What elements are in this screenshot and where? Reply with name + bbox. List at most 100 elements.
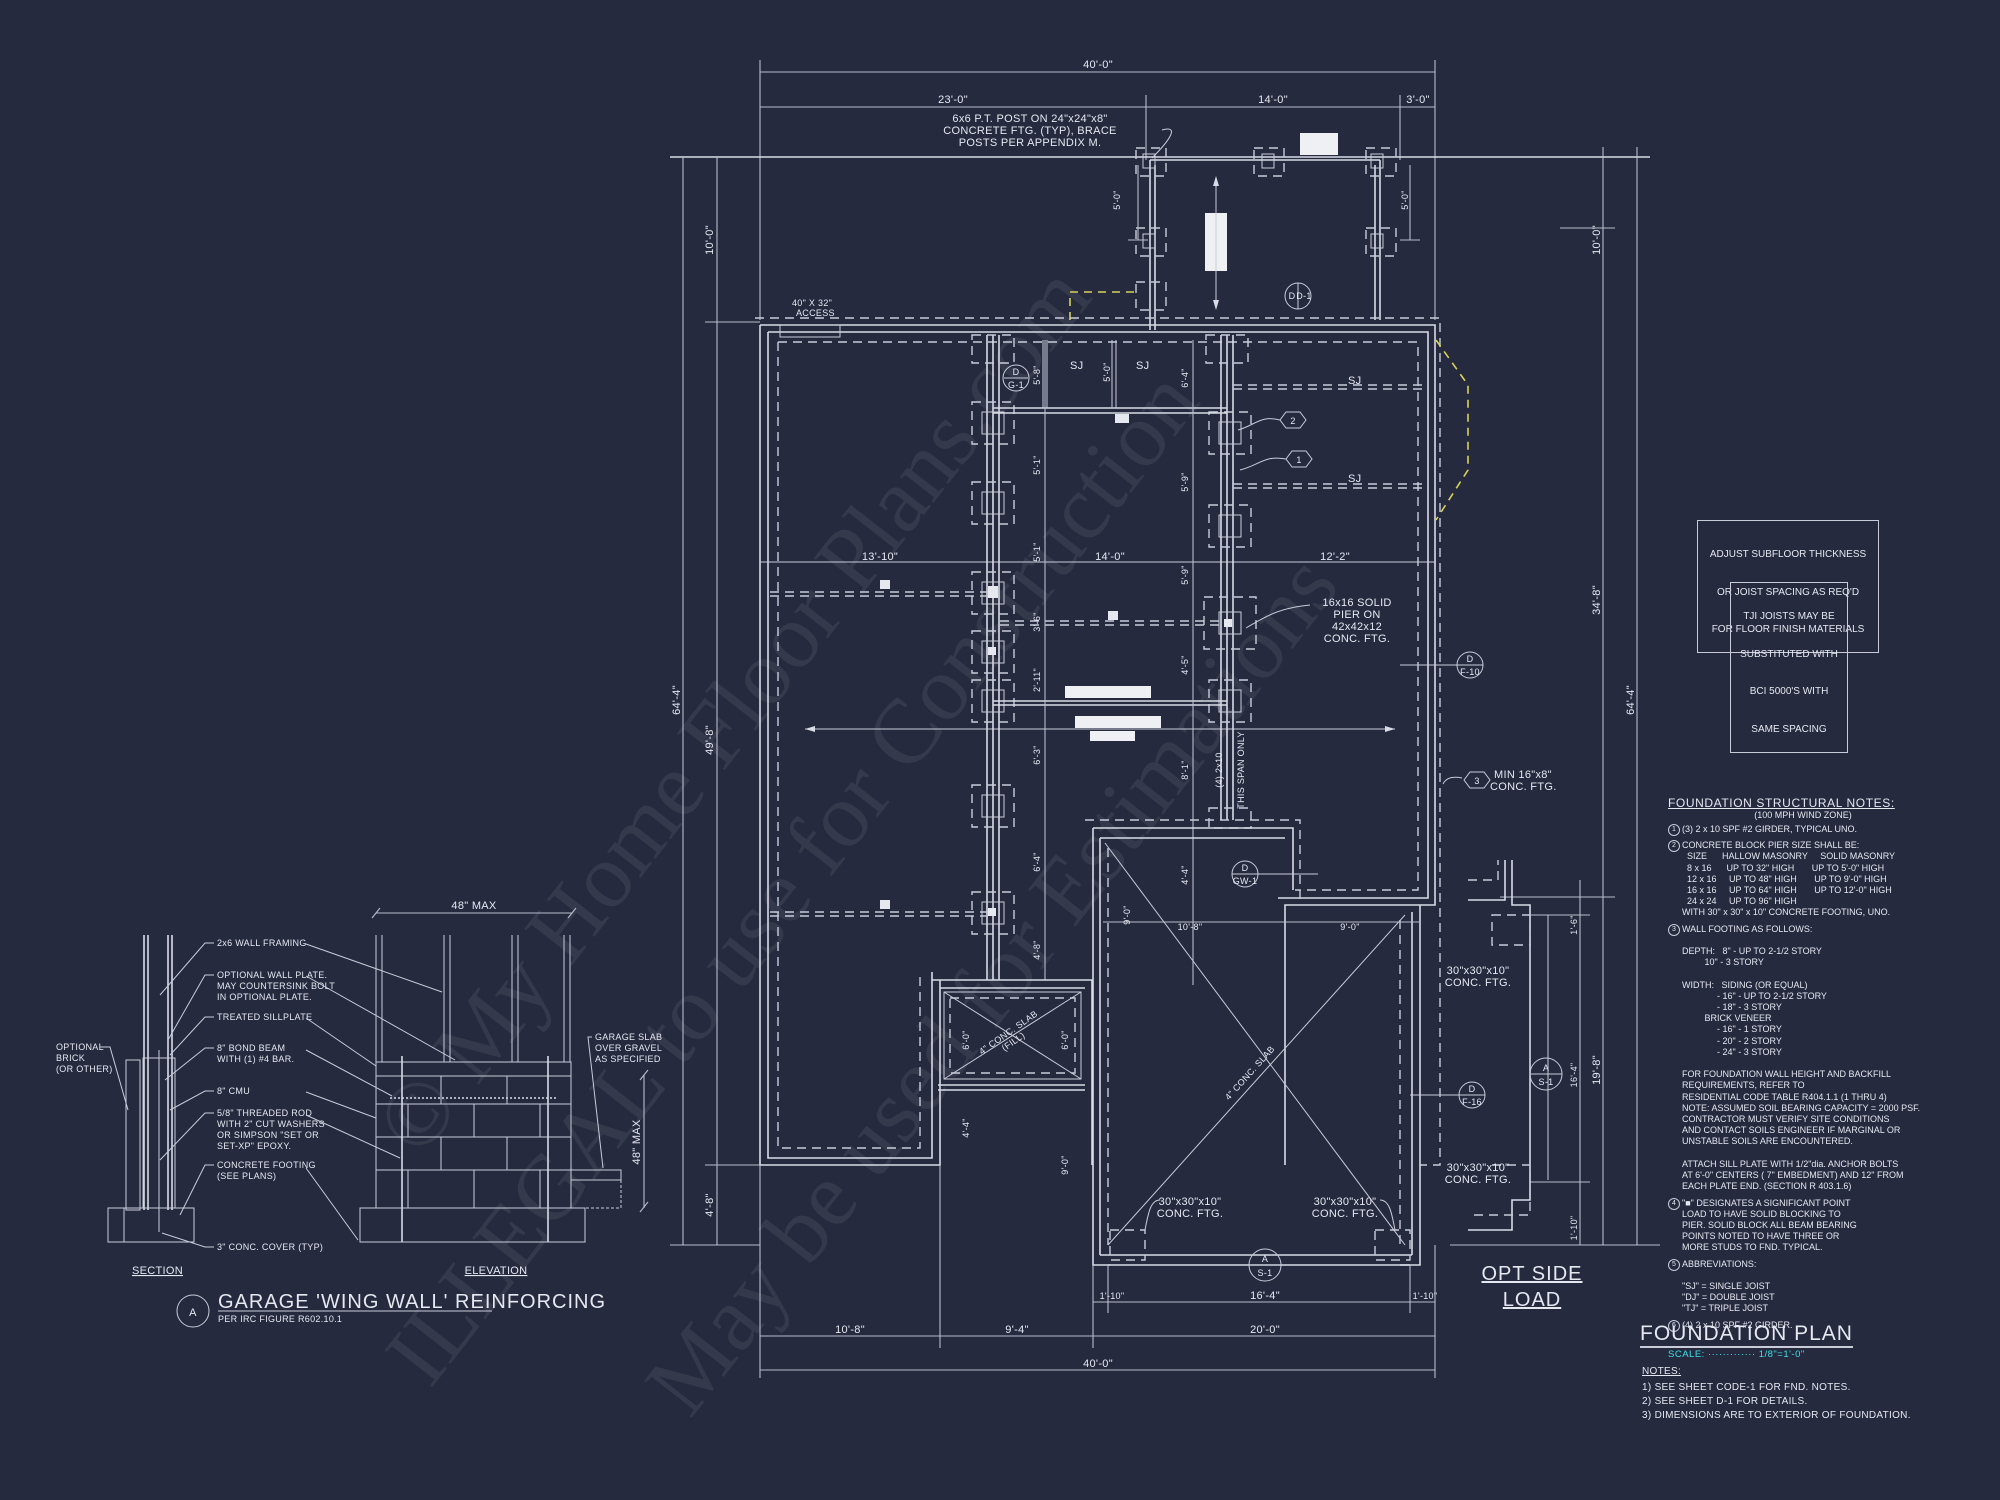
svg-text:GW-1: GW-1 bbox=[1233, 876, 1258, 886]
garage: 4" CONC. SLAB 30"x30"x10" CONC. FTG. 30"… bbox=[932, 819, 1421, 1266]
svg-text:SJ: SJ bbox=[1348, 473, 1361, 485]
access-label: 40" X 32" bbox=[792, 298, 832, 308]
svg-text:6x6 P.T. POST ON 24"x24"x8": 6x6 P.T. POST ON 24"x24"x8" bbox=[952, 113, 1107, 125]
svg-text:8'-1": 8'-1" bbox=[1180, 760, 1190, 779]
hex-tag-3: 3 MIN 16"x8" CONC. FTG. bbox=[1442, 769, 1557, 793]
wing-wall-section: OPTIONAL BRICK (OR OTHER) 2x6 WALL FRAMI… bbox=[56, 935, 335, 1277]
svg-text:1: 1 bbox=[1296, 455, 1301, 465]
svg-text:5'-0": 5'-0" bbox=[1400, 190, 1410, 209]
svg-text:1'-10": 1'-10" bbox=[1413, 1291, 1438, 1301]
svg-text:30"x30"x10": 30"x30"x10" bbox=[1447, 965, 1510, 977]
svg-text:MAY COUNTERSINK BOLT: MAY COUNTERSINK BOLT bbox=[217, 981, 335, 991]
svg-text:OPTIONAL WALL PLATE.: OPTIONAL WALL PLATE. bbox=[217, 970, 327, 980]
svg-text:42x42x12: 42x42x12 bbox=[1332, 621, 1382, 633]
svg-text:40'-0": 40'-0" bbox=[1083, 59, 1113, 71]
svg-text:WITH 2" CUT WASHERS: WITH 2" CUT WASHERS bbox=[217, 1119, 325, 1129]
svg-text:ELEVATION: ELEVATION bbox=[465, 1265, 528, 1277]
svg-text:SJ: SJ bbox=[1070, 360, 1083, 372]
svg-text:6'-0": 6'-0" bbox=[961, 1030, 971, 1049]
svg-text:A: A bbox=[1262, 1254, 1268, 1264]
svg-text:1'-6": 1'-6" bbox=[1569, 915, 1579, 934]
plan-notes-heading: NOTES: bbox=[1642, 1366, 1682, 1377]
structural-notes-list: 1(3) 2 x 10 SPF #2 GIRDER, TYPICAL UNO.2… bbox=[1668, 824, 1998, 1332]
porch: 5'-0" 5'-0" D D-1 bbox=[670, 133, 1650, 330]
svg-text:40'-0": 40'-0" bbox=[1083, 1358, 1113, 1370]
right-dimensions: 10'-0" 34'-8" 64'-4" 19'-8" 1'-6" 16'-4"… bbox=[1450, 147, 1660, 1246]
svg-text:F-16: F-16 bbox=[1462, 1097, 1482, 1107]
svg-text:4'-8": 4'-8" bbox=[1032, 940, 1042, 959]
svg-text:CONC. FTG.: CONC. FTG. bbox=[1445, 977, 1512, 989]
svg-text:2'-11": 2'-11" bbox=[1032, 668, 1042, 692]
svg-text:S-1: S-1 bbox=[1258, 1268, 1273, 1278]
svg-text:30"x30"x10": 30"x30"x10" bbox=[1159, 1196, 1222, 1208]
svg-text:16'-4": 16'-4" bbox=[1250, 1290, 1280, 1302]
svg-text:CONC. FTG.: CONC. FTG. bbox=[1157, 1208, 1224, 1220]
svg-text:CONC. FTG.: CONC. FTG. bbox=[1324, 633, 1391, 645]
svg-text:9'-0": 9'-0" bbox=[1340, 922, 1359, 932]
beams: SJ SJ SJ SJ bbox=[770, 340, 1428, 917]
svg-text:10'-0": 10'-0" bbox=[704, 225, 716, 255]
svg-text:A: A bbox=[1543, 1063, 1549, 1073]
svg-text:5'-0": 5'-0" bbox=[1112, 190, 1122, 209]
svg-text:5'-9": 5'-9" bbox=[1180, 472, 1190, 491]
svg-text:GARAGE SLAB: GARAGE SLAB bbox=[595, 1032, 662, 1042]
svg-text:TREATED SILLPLATE: TREATED SILLPLATE bbox=[217, 1012, 312, 1022]
plan-note-2: 2) SEE SHEET D-1 FOR DETAILS. bbox=[1642, 1396, 1808, 1407]
svg-text:14'-0": 14'-0" bbox=[1258, 94, 1288, 106]
detail-tag-a-s1-side: A S-1 bbox=[1529, 1057, 1563, 1091]
top-dimensions: 40'-0" 23'-0" 14'-0" 3'-0" bbox=[759, 59, 1436, 320]
svg-text:D: D bbox=[1242, 863, 1249, 873]
detail-tag-d-f16: D F-16 bbox=[1410, 1081, 1486, 1109]
structural-note-6: 6(4) 2 x 10 SPF #2 GIRDER. bbox=[1668, 1319, 1998, 1332]
svg-text:3'-0": 3'-0" bbox=[1406, 94, 1429, 106]
svg-text:GARAGE 'WING WALL' REINFORCING: GARAGE 'WING WALL' REINFORCING bbox=[218, 1291, 606, 1313]
svg-text:D: D bbox=[1289, 291, 1296, 301]
subfloor-note-box: ADJUST SUBFLOOR THICKNESS OR JOIST SPACI… bbox=[1697, 520, 1879, 653]
svg-text:S-1: S-1 bbox=[1539, 1077, 1554, 1087]
wing-wall-title: A GARAGE 'WING WALL' REINFORCING PER IRC… bbox=[176, 1291, 606, 1328]
svg-text:2x6 WALL FRAMING: 2x6 WALL FRAMING bbox=[217, 938, 307, 948]
svg-text:IN OPTIONAL PLATE.: IN OPTIONAL PLATE. bbox=[217, 992, 312, 1002]
svg-text:SECTION: SECTION bbox=[132, 1265, 183, 1277]
svg-text:2: 2 bbox=[1290, 416, 1295, 426]
piers bbox=[971, 334, 1257, 935]
svg-text:48" MAX: 48" MAX bbox=[451, 900, 496, 912]
svg-text:D-1: D-1 bbox=[1296, 291, 1311, 301]
svg-text:1'-10": 1'-10" bbox=[1100, 1291, 1125, 1301]
svg-text:1'-10": 1'-10" bbox=[1569, 1216, 1579, 1241]
svg-text:(OR OTHER): (OR OTHER) bbox=[56, 1064, 113, 1074]
svg-text:3'-6": 3'-6" bbox=[1032, 612, 1042, 631]
svg-text:10'-8": 10'-8" bbox=[1178, 922, 1203, 932]
svg-text:F-10: F-10 bbox=[1460, 667, 1480, 677]
svg-text:MIN 16"x8": MIN 16"x8" bbox=[1494, 769, 1552, 781]
svg-text:CONC. FTG.: CONC. FTG. bbox=[1445, 1174, 1512, 1186]
svg-text:(4) 2x10: (4) 2x10 bbox=[1214, 752, 1224, 787]
svg-text:D: D bbox=[1013, 367, 1020, 377]
svg-text:CONCRETE FTG. (TYP), BRACE: CONCRETE FTG. (TYP), BRACE bbox=[943, 125, 1116, 137]
svg-text:5'-0": 5'-0" bbox=[1102, 362, 1112, 381]
svg-text:4'-4": 4'-4" bbox=[1180, 865, 1190, 884]
svg-text:CONC. FTG.: CONC. FTG. bbox=[1312, 1208, 1379, 1220]
svg-text:ACCESS: ACCESS bbox=[796, 308, 835, 318]
svg-text:30"x30"x10": 30"x30"x10" bbox=[1314, 1196, 1377, 1208]
svg-text:SJ: SJ bbox=[1348, 375, 1361, 387]
svg-text:4" CONC. SLAB: 4" CONC. SLAB bbox=[1223, 1044, 1277, 1102]
structural-note-1: 1(3) 2 x 10 SPF #2 GIRDER, TYPICAL UNO. bbox=[1668, 824, 1998, 836]
svg-text:10'-8": 10'-8" bbox=[835, 1324, 865, 1336]
svg-text:5'-8": 5'-8" bbox=[1032, 365, 1042, 384]
svg-text:LOAD: LOAD bbox=[1503, 1289, 1561, 1311]
note-number-badge: 1 bbox=[1668, 824, 1680, 836]
svg-text:14'-0": 14'-0" bbox=[1095, 551, 1125, 563]
detail-tags: D G-1 2 1 16x16 SOLID PIER ON 42x42x12 C… bbox=[1002, 364, 1557, 793]
wing-wall-elevation: 48" MAX GARAGE SLAB OVER GRAVEL AS SPECI… bbox=[305, 900, 662, 1277]
svg-text:8" BOND BEAM: 8" BOND BEAM bbox=[217, 1043, 285, 1053]
svg-text:6'-3": 6'-3" bbox=[1032, 745, 1042, 764]
main-foundation: 13'-10" 14'-0" 12'-2" bbox=[755, 317, 1469, 1166]
svg-text:9'-4": 9'-4" bbox=[1005, 1324, 1028, 1336]
svg-text:6'-0": 6'-0" bbox=[1060, 1030, 1070, 1049]
svg-text:CONC. FTG.: CONC. FTG. bbox=[1490, 781, 1557, 793]
svg-text:OPT SIDE: OPT SIDE bbox=[1482, 1263, 1583, 1285]
svg-text:3: 3 bbox=[1474, 776, 1479, 786]
hex-tag-2: 2 bbox=[1237, 411, 1307, 431]
